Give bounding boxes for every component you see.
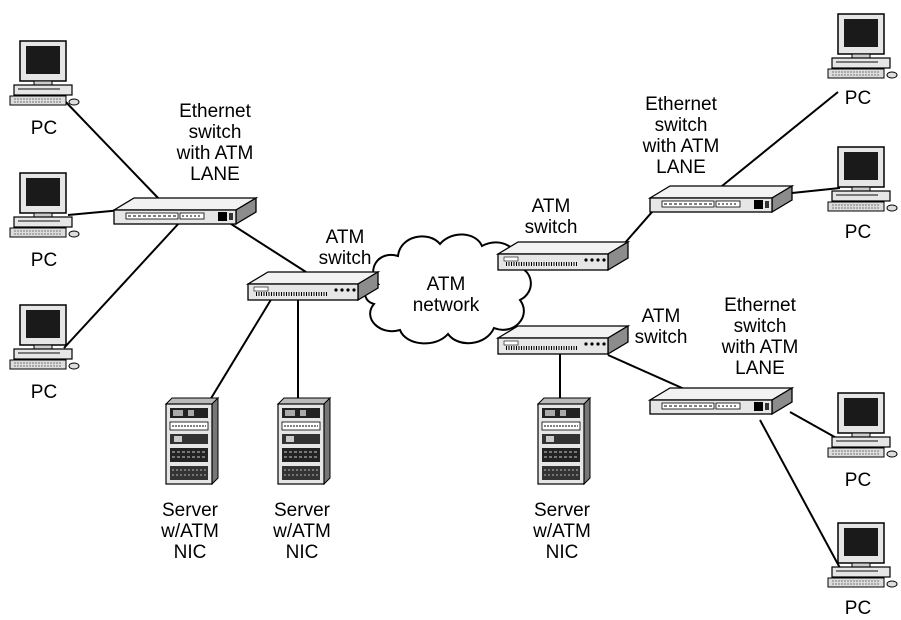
pc-label: PC <box>845 598 871 619</box>
pc-label: PC <box>31 118 57 139</box>
pc-label: PC <box>31 250 57 271</box>
pc-label: PC <box>845 88 871 109</box>
pc-label: PC <box>31 382 57 403</box>
pc-label: PC <box>845 470 871 491</box>
pc-label: PC <box>845 222 871 243</box>
